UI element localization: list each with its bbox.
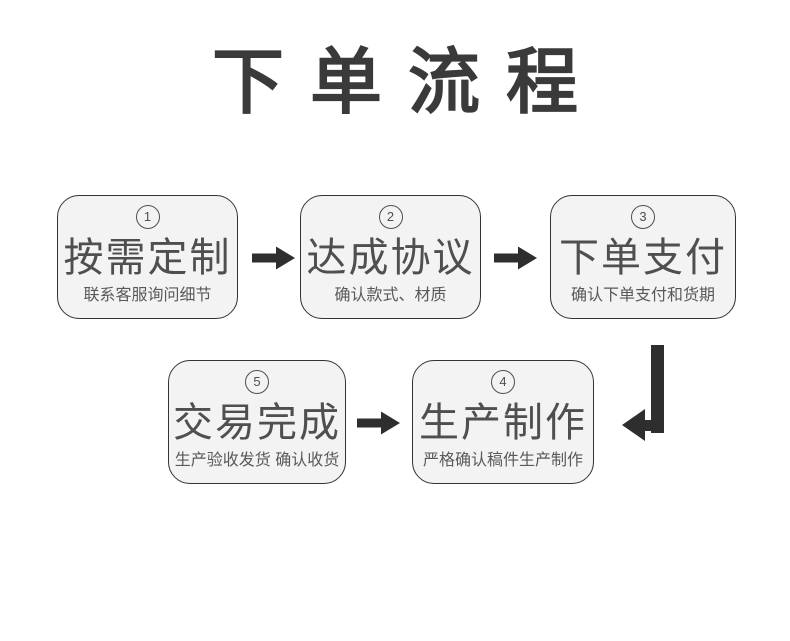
step-subtitle: 严格确认稿件生产制作 (422, 452, 583, 469)
step-title: 达成协议 (306, 235, 475, 280)
step-number-badge: 1 (135, 205, 160, 229)
step-number-badge: 3 (631, 205, 655, 229)
step-title: 下单支付 (559, 235, 727, 280)
step-box-5: 5 交易完成 生产验收发货 确认收货 (168, 360, 346, 484)
step-box-4: 4 生产制作 严格确认稿件生产制作 (412, 360, 594, 484)
arrow-right-icon (357, 411, 401, 435)
step-number-badge: 5 (245, 370, 269, 394)
step-number-badge: 4 (491, 370, 515, 394)
step-box-1: 1 按需定制 联系客服询问细节 (57, 195, 238, 319)
step-subtitle: 联系客服询问细节 (83, 287, 212, 304)
step-title: 生产制作 (419, 400, 587, 445)
step-box-3: 3 下单支付 确认下单支付和货期 (550, 195, 736, 319)
step-number-badge: 2 (378, 205, 403, 229)
step-subtitle: 确认下单支付和货期 (570, 287, 715, 304)
arrow-down-left-elbow-icon (622, 345, 664, 442)
step-title: 交易完成 (173, 400, 341, 445)
step-subtitle: 确认款式、材质 (334, 287, 447, 304)
step-title: 按需定制 (63, 235, 232, 280)
step-box-2: 2 达成协议 确认款式、材质 (300, 195, 481, 319)
arrow-right-icon (494, 246, 538, 270)
page-title: 下单流程 (211, 43, 604, 123)
step-subtitle: 生产验收发货 确认收货 (174, 452, 340, 469)
arrow-right-icon (252, 246, 296, 270)
